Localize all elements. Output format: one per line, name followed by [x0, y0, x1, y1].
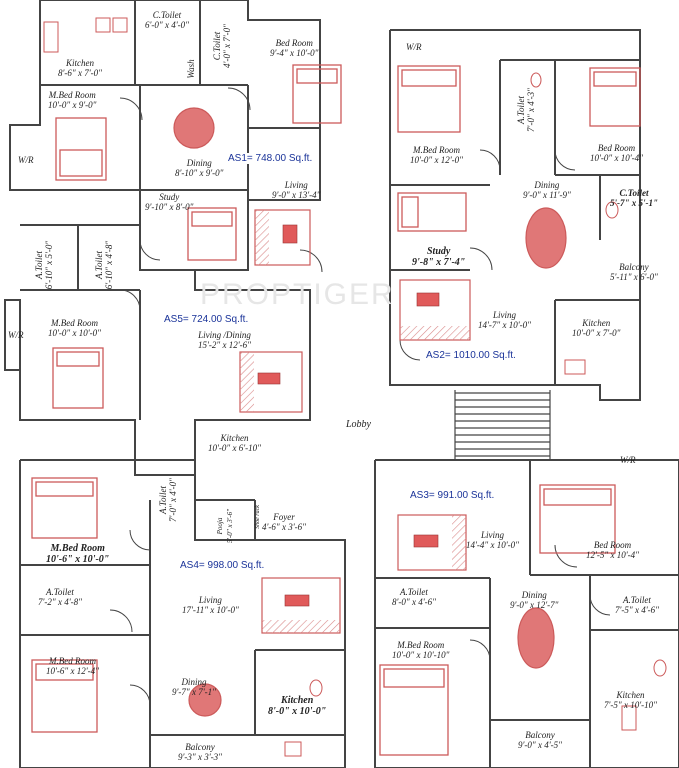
as4-area-label: AS4= 998.00 Sq.ft. — [178, 560, 267, 571]
as1-wash-label: Wash — [186, 59, 196, 79]
as3-wr-label: W/R — [620, 455, 636, 465]
as5-walls — [4, 224, 311, 476]
as4-walls — [19, 459, 346, 768]
as5-area-label: AS5= 724.00 Sq.ft. — [162, 314, 251, 325]
as5-wr-label: W/R — [8, 330, 24, 340]
as3-walls — [374, 459, 679, 768]
as2-wr-label: W/R — [406, 42, 422, 52]
lobby-label: Lobby — [346, 419, 371, 430]
as1-wr-label: W/R — [18, 155, 34, 165]
as1-walls — [9, 0, 321, 271]
as3-area-label: AS3= 991.00 Sq.ft. — [408, 490, 497, 501]
as1-area-label: AS1= 748.00 Sq.ft. — [226, 153, 315, 164]
as2-walls — [389, 29, 641, 401]
watermark: PROPTIGER — [200, 278, 395, 311]
as2-area-label: AS2= 1010.00 Sq.ft. — [424, 350, 518, 361]
